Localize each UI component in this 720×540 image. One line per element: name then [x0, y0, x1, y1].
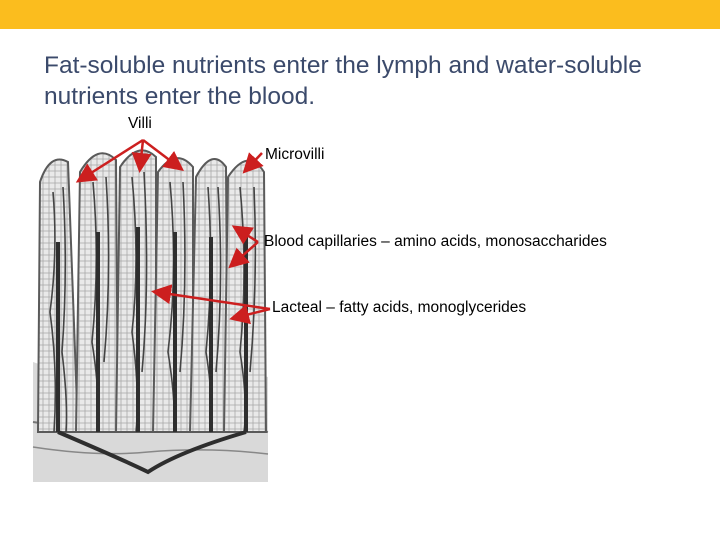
villi-arrow-center [131, 139, 152, 173]
villi-arrow-right [142, 139, 184, 172]
microvilli-label: Microvilli [265, 146, 325, 163]
microvilli-arrow [242, 152, 264, 174]
lacteal-arrow-right [229, 304, 271, 325]
lacteal-arrow-left [151, 284, 271, 311]
villi-arrow-left [75, 138, 144, 183]
villi-label: Villi [128, 115, 152, 132]
capillaries-arrow-lower [228, 241, 259, 269]
top-accent-bar [0, 0, 720, 29]
slide-title: Fat-soluble nutrients enter the lymph an… [44, 52, 642, 110]
capillaries-label: Blood capillaries – amino acids, monosac… [264, 233, 607, 250]
capillaries-arrow-upper [231, 225, 259, 245]
lacteal-label: Lacteal – fatty acids, monoglycerides [272, 299, 527, 316]
